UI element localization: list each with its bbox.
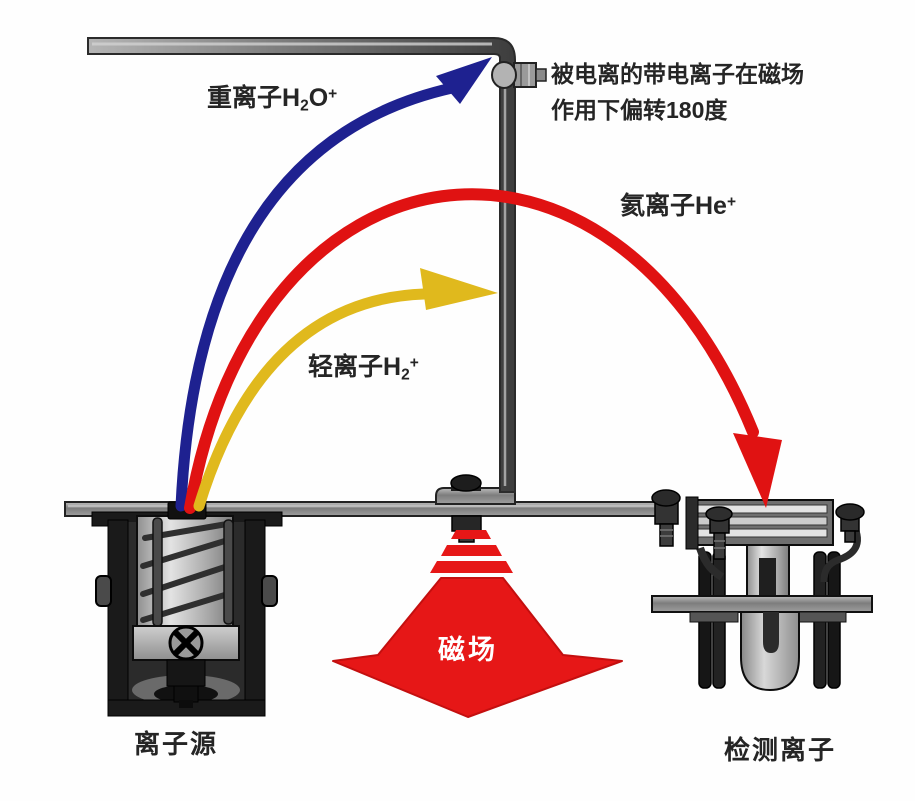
helium-ion-label: 氦离子He+ bbox=[620, 186, 736, 222]
bar-foot bbox=[435, 487, 516, 505]
stem-mid bbox=[173, 685, 199, 703]
detector-label: 检测离子 bbox=[724, 735, 837, 765]
heavy-ion-label-sub: 2 bbox=[300, 97, 309, 115]
right-bolt-tip bbox=[844, 530, 856, 543]
source-left-wall bbox=[107, 519, 129, 717]
x-screw-slot2 bbox=[173, 630, 199, 656]
plate-bolt-dome bbox=[651, 489, 681, 507]
source-left-ear bbox=[95, 575, 112, 607]
detector-right-bracket bbox=[820, 526, 861, 583]
deflection-bar bbox=[87, 37, 547, 543]
magnetic-field-label: 磁场 bbox=[438, 635, 498, 665]
detector-left-bracket bbox=[696, 546, 725, 581]
field-stripe-3 bbox=[430, 561, 513, 573]
helium-ion-path bbox=[184, 188, 759, 514]
source-right-wall bbox=[244, 519, 266, 717]
heavy-ion-arrow bbox=[175, 57, 492, 512]
light-ion-label-sub: 2 bbox=[401, 366, 410, 384]
helium-ion-arrow bbox=[184, 188, 782, 514]
detector-device bbox=[651, 489, 873, 692]
light-ion-label: 轻离子H2+ bbox=[308, 347, 419, 385]
stack-bolt-dome bbox=[705, 506, 733, 522]
deflection-note-line2: 作用下偏转180度 bbox=[551, 97, 728, 123]
corner-bolt-tip bbox=[535, 68, 547, 82]
bar-body bbox=[87, 37, 516, 493]
dome-bolt-cap bbox=[450, 474, 482, 492]
source-inner-cylinder bbox=[136, 515, 234, 629]
stack-left-bracket bbox=[685, 496, 699, 550]
flange-step-right bbox=[797, 611, 847, 623]
helium-ion-arrowhead bbox=[733, 433, 782, 508]
light-ion-label-text: 轻离子H bbox=[308, 353, 402, 381]
ion-source-device bbox=[91, 501, 283, 717]
ion-trajectories bbox=[175, 57, 782, 514]
heavy-ion-path bbox=[175, 82, 458, 512]
field-stripe-2 bbox=[441, 545, 502, 556]
tube-slot bbox=[763, 612, 779, 653]
detector-right-bolt bbox=[835, 503, 865, 543]
deflection-note-line1: 被电离的带电离子在磁场 bbox=[551, 61, 804, 87]
detector-tube bbox=[740, 611, 800, 692]
nut-body bbox=[451, 515, 482, 532]
heavy-ion-label-text: 重离子H bbox=[207, 84, 301, 112]
stack-bolt-rod bbox=[713, 532, 726, 560]
column-slot bbox=[759, 558, 776, 600]
detector-top-stack bbox=[685, 496, 834, 550]
heavy-ion-label: 重离子H2O+ bbox=[207, 78, 337, 116]
cylinder-right-post bbox=[223, 519, 234, 625]
helium-ion-label-sup: + bbox=[726, 193, 737, 211]
flange-step-left bbox=[689, 611, 739, 623]
source-right-ear bbox=[261, 575, 278, 607]
field-stripe-1 bbox=[451, 530, 491, 539]
stem-tip bbox=[179, 700, 193, 708]
cylinder-left-post bbox=[152, 517, 163, 627]
plate-bolt-rod bbox=[659, 523, 674, 547]
detector-plate-bolt bbox=[651, 489, 681, 547]
corner-bolt-hex bbox=[513, 62, 537, 88]
magnetic-field-arrow bbox=[332, 530, 623, 718]
right-bolt-dome bbox=[835, 503, 865, 521]
bar-foot-dome-bolt bbox=[450, 474, 482, 492]
ion-source-label: 离子源 bbox=[134, 729, 219, 759]
detector-stack-bolt bbox=[705, 506, 733, 560]
stem-upper bbox=[166, 659, 206, 687]
heavy-ion-label-sup: + bbox=[328, 85, 338, 103]
light-ion-arrow bbox=[193, 268, 498, 512]
bar-corner-bolt bbox=[491, 61, 547, 89]
helium-ion-label-text: 氦离子He bbox=[620, 192, 727, 220]
light-ion-arrowhead bbox=[420, 268, 498, 310]
heavy-ion-arrowhead bbox=[436, 57, 492, 104]
detector-central-column bbox=[746, 544, 790, 601]
field-arrow-body bbox=[332, 577, 623, 718]
light-ion-label-sup: + bbox=[409, 354, 419, 372]
light-ion-path bbox=[193, 288, 430, 512]
heavy-ion-label-tail: O bbox=[308, 84, 329, 112]
source-lower-stem bbox=[166, 659, 206, 708]
deflection-note-label: 被电离的带电离子在磁场 作用下偏转180度 bbox=[551, 56, 804, 128]
flange-plate bbox=[651, 595, 873, 613]
corner-bolt-washer bbox=[491, 61, 517, 89]
source-screw-block bbox=[132, 625, 240, 661]
